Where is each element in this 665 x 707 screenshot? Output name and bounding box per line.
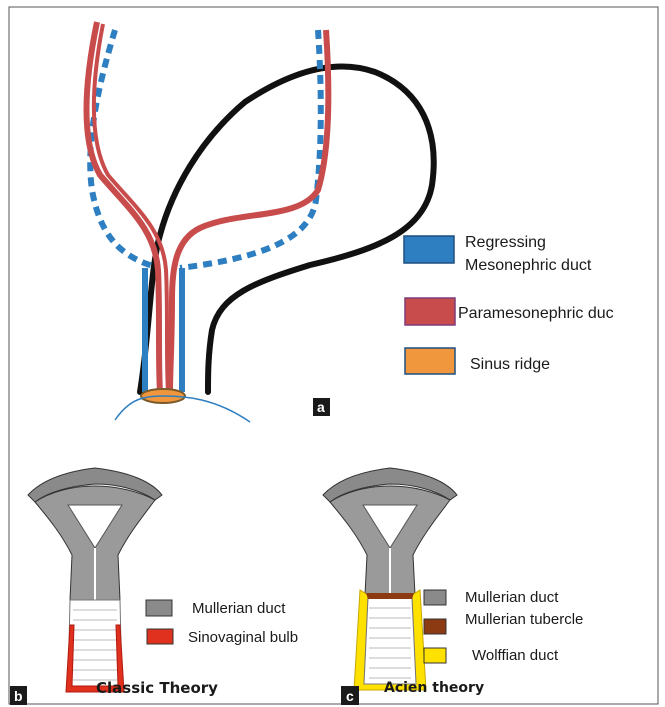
legend-label-mesonephric-2: Mesonephric duct <box>465 257 592 274</box>
panel-c-letter: c <box>346 688 354 704</box>
legend-swatch-sinus-ridge <box>405 348 455 374</box>
legend-label-paramesonephric: Paramesonephric duc <box>458 305 614 322</box>
panel-a-letter: a <box>317 399 325 415</box>
legend-swatch-c-mullerian <box>424 590 446 605</box>
legend-label-b-mullerian: Mullerian duct <box>192 600 286 617</box>
legend-label-c-tubercle: Mullerian tubercle <box>465 611 583 628</box>
panel-c-vagina <box>364 598 416 684</box>
legend-swatch-c-wolffian <box>424 648 446 663</box>
legend-swatch-mesonephric <box>404 236 454 263</box>
panel-c-mullerian-tubercle <box>366 593 414 599</box>
panel-c-title: Acien theory <box>384 680 484 696</box>
legend-swatch-paramesonephric <box>405 298 455 325</box>
legend-swatch-b-sinovaginal <box>147 629 173 644</box>
legend-swatch-c-tubercle <box>424 619 446 634</box>
panel-b-vagina <box>68 600 122 690</box>
legend-label-b-sinovaginal: Sinovaginal bulb <box>188 629 298 646</box>
panel-b-letter: b <box>14 688 23 704</box>
legend-label-c-mullerian: Mullerian duct <box>465 589 559 606</box>
legend-label-c-wolffian: Wolffian duct <box>472 647 559 664</box>
panel-b-title: Classic Theory <box>96 679 218 697</box>
legend-swatch-b-mullerian <box>146 600 172 616</box>
legend-label-mesonephric-1: Regressing <box>465 234 546 251</box>
legend-label-sinus-ridge: Sinus ridge <box>470 356 550 373</box>
